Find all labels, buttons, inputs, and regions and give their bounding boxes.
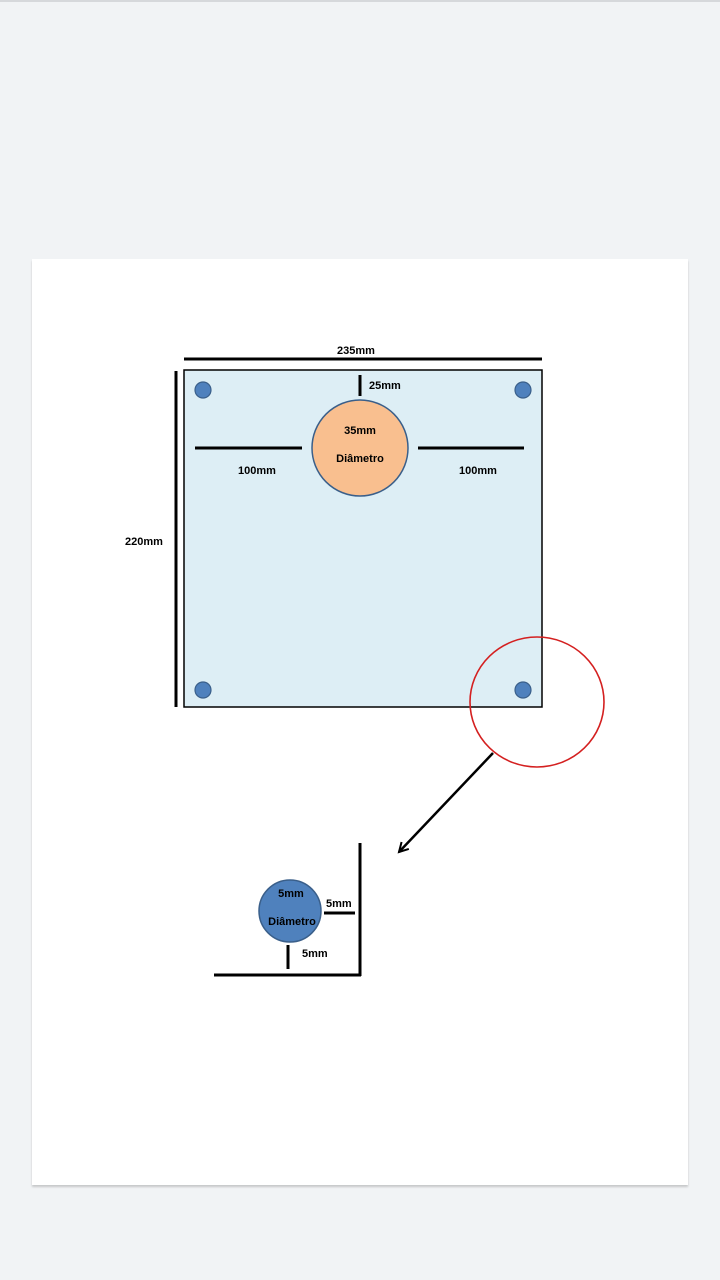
top-offset-label: 25mm xyxy=(369,380,401,392)
callout-circle xyxy=(469,636,605,768)
width-label: 235mm xyxy=(337,345,375,357)
top-bar xyxy=(0,0,720,2)
corner-hole-bottom-left xyxy=(194,681,212,699)
center-hole xyxy=(311,399,409,497)
detail-arrow xyxy=(399,752,494,852)
technical-drawing: 235mm 220mm 25mm 100mm 100mm 35mm Diâmet… xyxy=(125,345,605,977)
corner-hole-top-left xyxy=(194,381,212,399)
detail-side-offset-label: 5mm xyxy=(326,898,352,910)
document-page: 235mm 220mm 25mm 100mm 100mm 35mm Diâmet… xyxy=(32,259,688,1185)
detail-hole-desc-label: Diâmetro xyxy=(268,916,316,928)
detail-hole xyxy=(258,879,322,943)
corner-hole-bottom-right xyxy=(514,681,532,699)
detail-hole-size-label: 5mm xyxy=(278,888,304,900)
height-label: 220mm xyxy=(125,536,163,548)
center-hole-size-label: 35mm xyxy=(344,425,376,437)
corner-hole-top-right xyxy=(514,381,532,399)
left-offset-label: 100mm xyxy=(238,465,276,477)
right-offset-label: 100mm xyxy=(459,465,497,477)
detail-bottom-offset-label: 5mm xyxy=(302,948,328,960)
center-hole-desc-label: Diâmetro xyxy=(336,453,384,465)
